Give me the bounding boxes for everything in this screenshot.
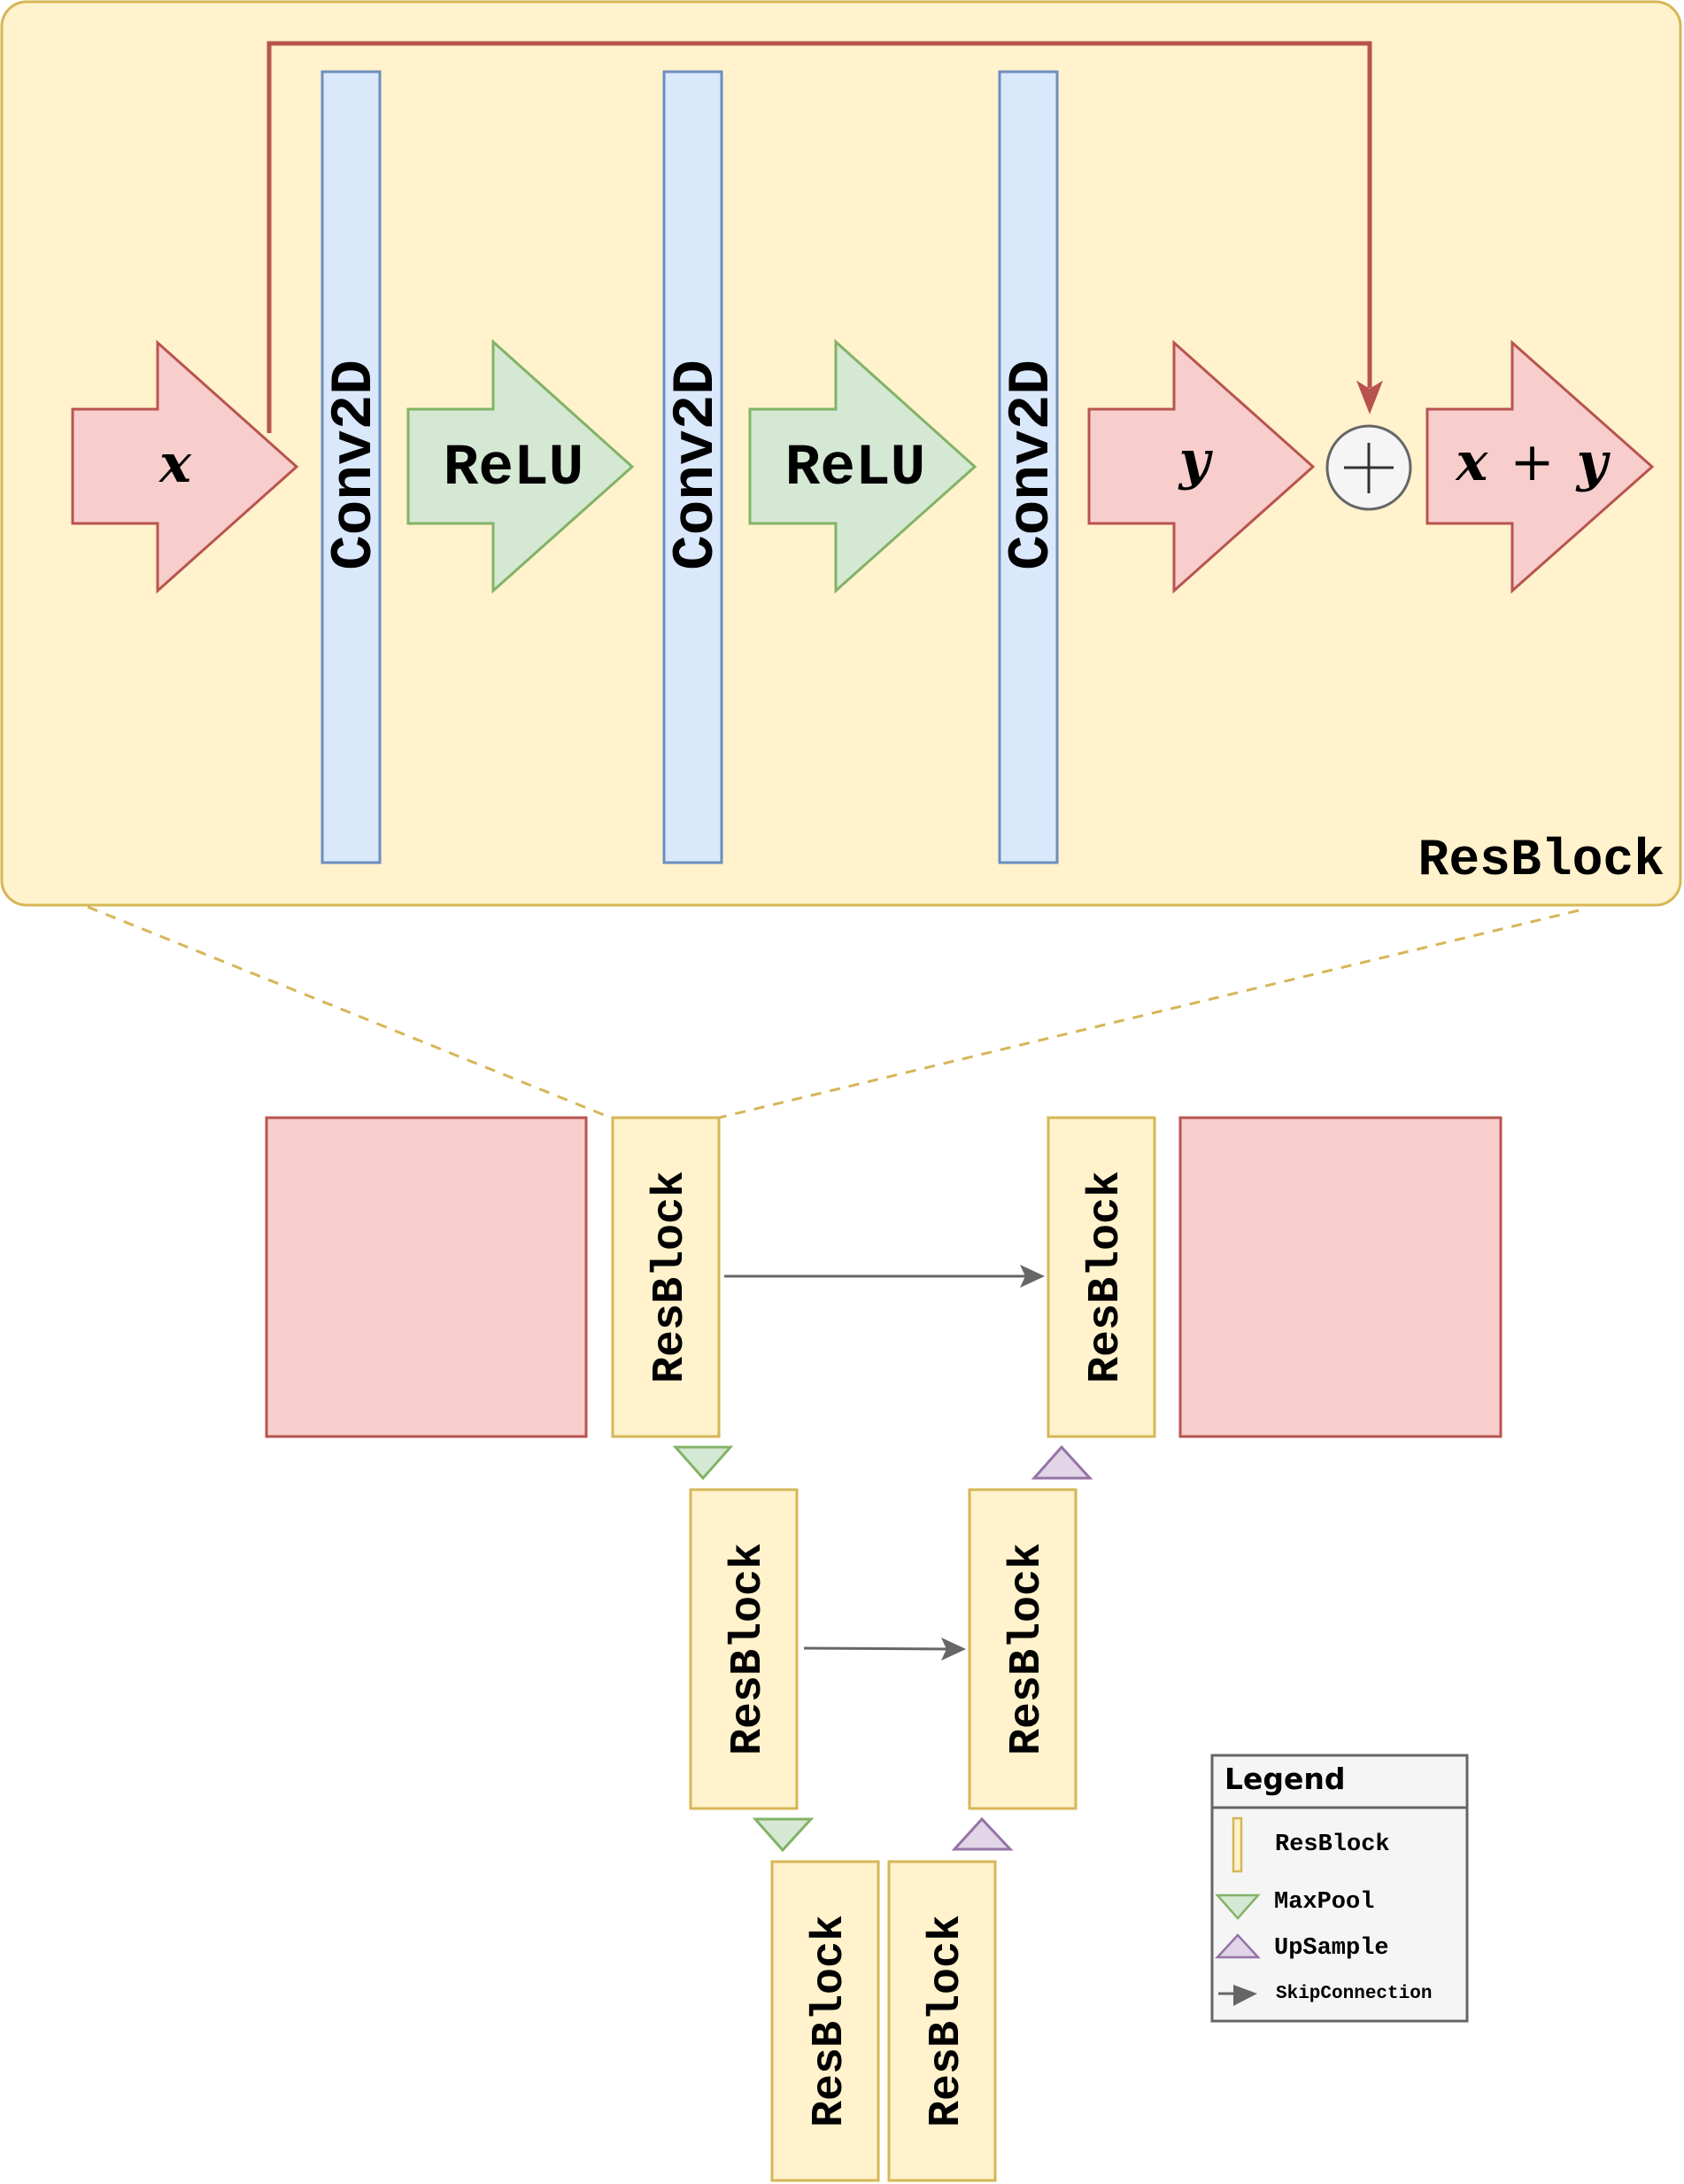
result-plus: + [1510, 431, 1554, 493]
resblock-box [887, 1860, 997, 2182]
relu-arrow-shape [748, 338, 977, 594]
legend-item-label: MaxPool [1274, 1889, 1374, 1916]
result-y: y [1575, 431, 1611, 493]
result-arrow-shape [1425, 339, 1655, 594]
input-arrow-shape [71, 339, 299, 594]
output-y-label: y [1178, 430, 1214, 492]
relu-layer-2: ReLU [748, 338, 977, 594]
conv2d-layer-2: Conv2D [662, 70, 730, 864]
legend-item-maxpool: MaxPool [1215, 1889, 1374, 1920]
conv2d-label: Conv2D [321, 360, 388, 570]
legend-item-label: ResBlock [1275, 1832, 1390, 1858]
legend-item-upsample: UpSample [1215, 1933, 1389, 1962]
maxpool-2 [752, 1817, 815, 1853]
legend: Legend ResBlock MaxPool UpSample SkipCon… [1210, 1754, 1469, 2023]
upsample-1 [1031, 1444, 1093, 1480]
legend-item-label: SkipConnection [1276, 1984, 1432, 2004]
resblock-box [1047, 1116, 1156, 1438]
conv2d-bar [662, 70, 723, 864]
maxpool-icon [1215, 1894, 1261, 1920]
resblock-label: ResBlock [922, 1915, 972, 2127]
legend-item-skip-connection: SkipConnection [1218, 1984, 1432, 2006]
unet-architecture: ResBlock ResBlock ResBlock ResBlock [265, 1116, 1502, 2182]
sum-node [1325, 424, 1412, 511]
legend-title: Legend [1224, 1762, 1346, 1796]
encoder-resblock-1: ResBlock [611, 1116, 721, 1438]
conv2d-layer-3: Conv2D [998, 70, 1065, 864]
zoom-connector-right [718, 909, 1580, 1119]
upsample-2 [951, 1816, 1014, 1851]
output-y-arrow: y [1087, 339, 1316, 594]
output-arrow-shape [1087, 339, 1316, 594]
skip-connection-icon [1233, 1985, 1257, 2006]
resblock-box [611, 1116, 721, 1438]
decoder-resblock-1: ResBlock [1047, 1116, 1156, 1438]
input-x-arrow: x [71, 339, 299, 594]
result-x: x [1455, 431, 1489, 493]
resblock-box [689, 1488, 799, 1810]
relu-label: ReLU [785, 435, 925, 501]
input-image [265, 1116, 588, 1438]
legend-box [1210, 1754, 1469, 2023]
conv2d-bar [998, 70, 1059, 864]
result-label: x + y [1455, 431, 1611, 493]
resblock-box [968, 1488, 1078, 1810]
relu-layer-1: ReLU [406, 338, 635, 594]
resblock-label: ResBlock [645, 1171, 696, 1383]
maxpool-1 [672, 1445, 734, 1481]
residual-skip-line [267, 41, 1372, 433]
resblock-box [770, 1860, 880, 2182]
relu-label: ReLU [444, 435, 583, 501]
resblock-label: ResBlock [805, 1915, 855, 2127]
conv2d-layer-1: Conv2D [321, 70, 388, 864]
skip-connection-1 [724, 1265, 1045, 1288]
encoder-resblock-2: ResBlock [689, 1488, 799, 1810]
conv2d-label: Conv2D [999, 360, 1065, 570]
input-x-label: x [158, 433, 192, 495]
relu-arrow-shape [406, 338, 635, 594]
skip-line [803, 1646, 952, 1651]
decoder-resblock-2: ResBlock [968, 1488, 1078, 1810]
resblock-label: ResBlock [723, 1543, 774, 1755]
skip-arrowhead [1020, 1265, 1045, 1288]
legend-item-label: UpSample [1274, 1935, 1389, 1962]
conv2d-bar [321, 70, 382, 864]
resblock-detail-panel: x Conv2D ReLU Conv2D ReLU Conv2D [0, 0, 1682, 907]
skip-arrowhead [941, 1638, 966, 1661]
output-image [1178, 1116, 1502, 1438]
result-arrow: x + y [1425, 339, 1655, 594]
decoder-resblock-3: ResBlock [887, 1860, 997, 2182]
conv2d-label: Conv2D [663, 360, 730, 570]
resblock-panel-title: ResBlock [1418, 833, 1665, 890]
encoder-resblock-3: ResBlock [770, 1860, 880, 2182]
zoom-connector-left [87, 905, 612, 1119]
upsample-icon [1215, 1933, 1261, 1959]
residual-skip-arrowhead [1356, 380, 1384, 414]
legend-item-resblock: ResBlock [1232, 1816, 1390, 1873]
resblock-label: ResBlock [1081, 1171, 1132, 1383]
resblock-label: ResBlock [1002, 1543, 1053, 1755]
resblock-icon [1232, 1816, 1243, 1873]
skip-connection-2 [803, 1638, 966, 1661]
